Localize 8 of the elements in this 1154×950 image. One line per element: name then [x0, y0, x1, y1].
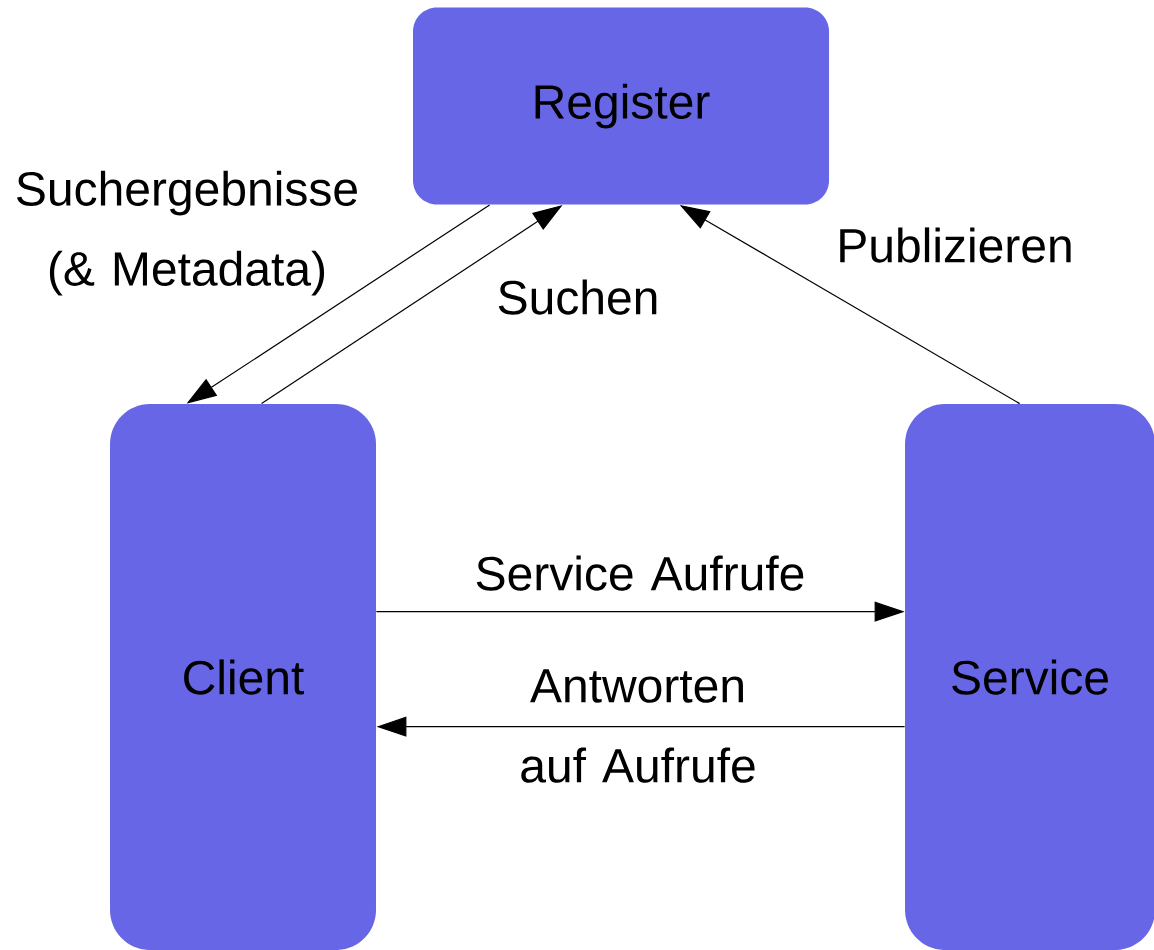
- edge-label: Antworten auf Aufrufe: [521, 669, 755, 783]
- process-box: Service: [905, 404, 1154, 950]
- edge-label: Publizieren: [840, 227, 1071, 263]
- edge-label: Suchen: [498, 279, 657, 315]
- process-box: Register: [413, 7, 829, 205]
- edge-label: Suchergebnisse (& Metadata): [17, 170, 357, 296]
- edge-label: Service Aufrufe: [476, 555, 804, 591]
- process-box: Client: [110, 404, 376, 950]
